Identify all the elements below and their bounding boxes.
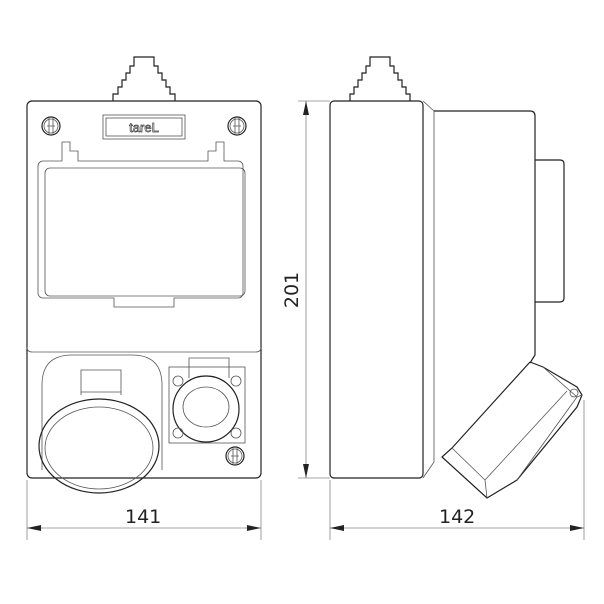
small-socket-cover — [172, 375, 240, 443]
small-socket-cover-inner — [182, 386, 230, 428]
cable-gland — [112, 56, 176, 101]
large-socket-base — [41, 354, 163, 470]
small-socket-lid — [188, 357, 230, 378]
width-dimension-label: 141 — [125, 506, 162, 528]
logo-plate-inner — [105, 117, 183, 137]
screw-icon — [225, 446, 245, 466]
screw-icon — [227, 116, 247, 136]
side-bevel — [422, 100, 435, 479]
side-front-cover — [329, 100, 424, 479]
side-back-body — [434, 110, 536, 364]
front-housing — [26, 100, 262, 479]
side-mount-tab — [535, 159, 565, 303]
small-socket-plate — [168, 366, 246, 444]
angled-socket — [441, 361, 583, 499]
front-view: tareL — [26, 56, 262, 494]
screw-icon — [172, 375, 242, 439]
height-dimension-label: 201 — [281, 271, 304, 309]
logo-plate — [102, 114, 186, 140]
depth-dimension-label: 142 — [439, 506, 476, 528]
hinge-pin — [569, 388, 579, 398]
screw-icon — [41, 116, 61, 136]
angled-socket-detail — [451, 366, 583, 499]
large-socket-cover — [38, 398, 160, 494]
window-frame — [37, 141, 244, 308]
logo-text: tareL — [129, 120, 159, 135]
divider-line — [26, 346, 262, 353]
large-socket-cover-inner — [44, 406, 154, 490]
window-pane — [44, 167, 246, 297]
large-socket-lid-hinge — [80, 369, 122, 395]
side-view — [329, 56, 583, 499]
side-cable-gland — [349, 56, 411, 101]
dimensions — [26, 100, 585, 540]
